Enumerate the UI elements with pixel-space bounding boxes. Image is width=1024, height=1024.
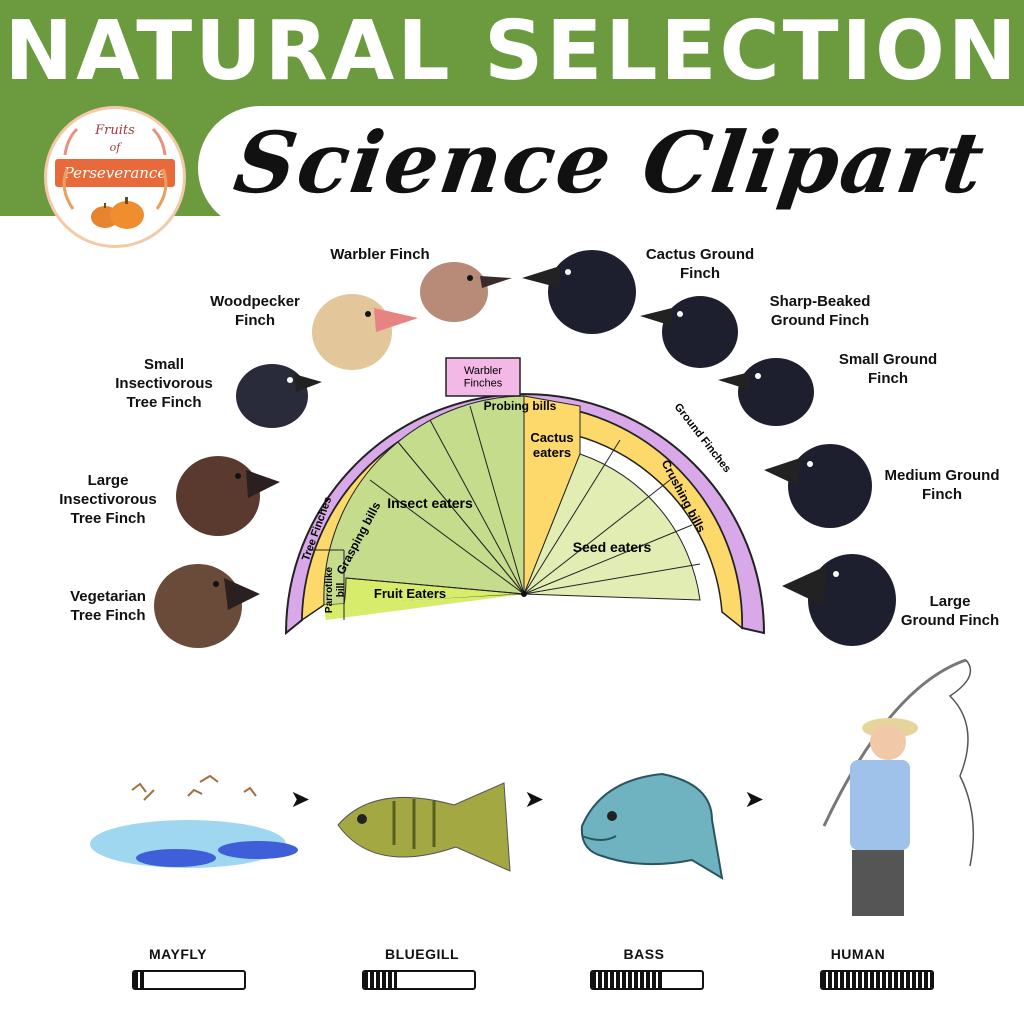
mayfly-illustration	[90, 774, 298, 868]
page-title: NATURAL SELECTION	[4, 4, 1020, 99]
label-warbler-finch: Warbler Finch	[330, 246, 430, 263]
logo-ribbon: Perseverance	[55, 159, 175, 187]
small-ground-finch-illustration	[718, 358, 814, 426]
energy-meter-bass	[590, 970, 704, 990]
label-large-ground-finch: Large Ground Finch	[900, 593, 1000, 629]
label-human: HUMAN	[830, 946, 886, 962]
meter-fill-bluegill	[364, 972, 397, 988]
medium-ground-finch-illustration	[764, 444, 872, 528]
label-sharp-beaked-ground-finch: Sharp-Beaked Ground Finch	[769, 293, 871, 329]
pumpkin-icon	[62, 127, 168, 229]
subtitle-card	[198, 106, 1024, 230]
energy-meter-bluegill	[362, 970, 476, 990]
arrow-right-icon: ➤	[524, 786, 545, 813]
cactus-ground-finch-illustration	[522, 250, 636, 334]
energy-meter-human	[820, 970, 934, 990]
label-small-insectivorous-tree-finch: Small Insectivorous Tree Finch	[115, 356, 213, 411]
brand-logo: Fruits of Perseverance	[44, 106, 186, 248]
warbler-box	[445, 357, 521, 397]
bluegill-illustration	[337, 782, 511, 872]
arrow-right-icon: ➤	[744, 786, 765, 813]
label-vegetarian-tree-finch: Vegetarian Tree Finch	[70, 588, 146, 624]
large-insectivorous-tree-finch-illustration	[176, 456, 280, 536]
logo-text-line1: Fruits	[95, 123, 135, 138]
label-parrotlike-bill: Parrotlikebill	[324, 566, 347, 613]
energy-meter-mayfly	[132, 970, 246, 990]
logo-text-line2: of	[109, 141, 121, 154]
label-small-ground-finch: Small Ground Finch	[838, 351, 938, 387]
label-woodpecker-finch: Woodpecker Finch	[210, 293, 300, 329]
label-insect-eaters: Insect eaters	[387, 495, 473, 511]
label-mayfly: MAYFLY	[149, 946, 207, 962]
meter-fill-mayfly	[134, 972, 145, 988]
human-fishing-illustration	[822, 658, 975, 916]
label-probing-bills: Probing bills	[484, 399, 557, 413]
label-bluegill: BLUEGILL	[385, 946, 459, 962]
label-bass: BASS	[623, 946, 665, 962]
large-ground-finch-illustration	[782, 554, 896, 646]
meter-fill-bass	[592, 972, 664, 988]
woodpecker-finch-illustration	[312, 294, 418, 370]
label-large-insectivorous-tree-finch: Large Insectivorous Tree Finch	[59, 472, 157, 527]
label-cactus-ground-finch: Cactus Ground Finch	[645, 246, 755, 282]
warbler-finch-illustration	[420, 262, 512, 322]
label-seed-eaters: Seed eaters	[573, 539, 652, 555]
arrow-right-icon: ➤	[290, 786, 311, 813]
sharp-beaked-ground-finch-illustration	[640, 296, 738, 368]
label-fruit-eaters: Fruit Eaters	[374, 586, 446, 601]
page-subtitle: Science Clipart	[228, 113, 992, 212]
meter-fill-human	[822, 972, 932, 988]
small-insectivorous-tree-finch-illustration	[236, 364, 322, 428]
label-medium-ground-finch: Medium Ground Finch	[884, 467, 1000, 503]
vegetarian-tree-finch-illustration	[154, 564, 260, 648]
bass-illustration	[580, 772, 724, 880]
